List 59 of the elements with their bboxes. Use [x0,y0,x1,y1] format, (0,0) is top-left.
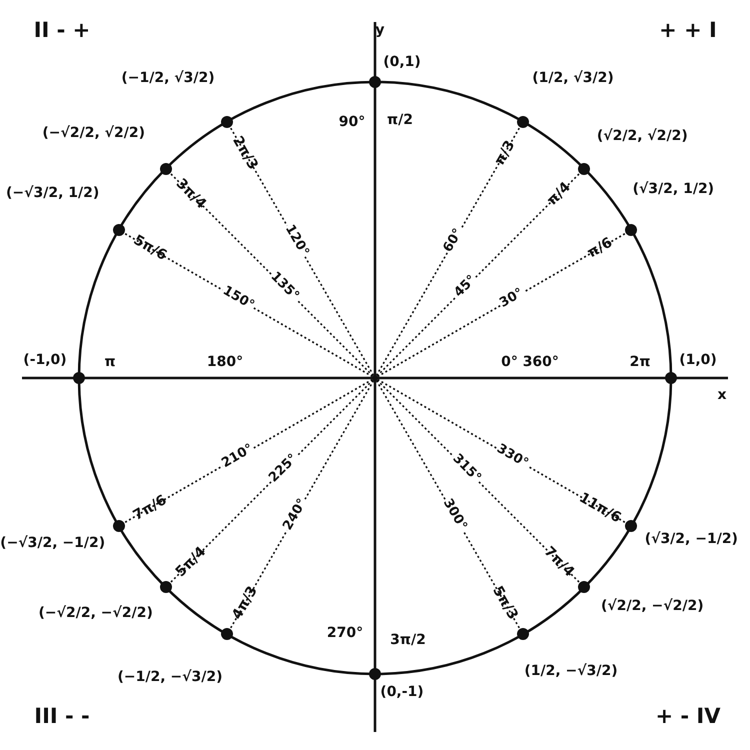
angle-label: 270° [326,624,364,642]
dashed-line [376,126,521,376]
dashed-line [123,378,373,524]
coordinate-label: (−1/2, −√3/2) [118,669,222,686]
dashed-line [377,232,627,378]
dashed-line [229,126,374,376]
quadrant-sign-label: II - + [34,18,90,42]
point-marker [369,668,381,680]
point-marker [517,628,529,640]
coordinate-label: (0,1) [383,54,421,70]
angle-label: 0° 360° [501,354,559,370]
point-marker [221,628,233,640]
dashed-line [376,172,581,376]
point-marker [73,372,85,384]
point-marker [625,224,638,236]
dashed-line [376,380,581,584]
axis-label: y [375,22,385,38]
dashed-line [377,378,627,524]
dashed-line [229,380,374,630]
coordinate-label: (−√2/2, −√2/2) [38,605,153,622]
quadrant-sign-label: III - - [34,704,90,728]
coordinate-label: (−√3/2, 1/2) [6,184,100,202]
coordinate-label: (1,0) [679,352,717,368]
dashed-line [169,172,374,376]
quadrant-sign-label: + + I [659,18,717,42]
coordinate-label: (-1,0) [23,352,67,368]
coordinate-label: (−√2/2, √2/2) [42,124,145,141]
point-marker [665,372,677,384]
point-marker [221,116,233,128]
angle-label: 2π [630,354,650,370]
angle-label: 180° [206,354,244,370]
coordinate-label: (√2/2, −√2/2) [601,598,704,614]
dashed-line [169,380,374,584]
point-marker [578,162,590,175]
coordinate-label: (√2/2, √2/2) [596,128,688,144]
angle-label: 90° [338,114,366,130]
coordinate-label: (√3/2, −1/2) [644,530,738,548]
quadrant-sign-label: + - IV [656,704,720,728]
point-marker [369,76,381,88]
coordinate-label: (−1/2, √3/2) [121,70,215,86]
angle-label: π/2 [387,112,413,128]
point-marker [625,520,638,532]
coordinate-label: (√3/2, 1/2) [632,180,714,198]
dashed-line [376,380,521,630]
coordinate-label: (1/2, √3/2) [532,70,614,86]
angle-label: π [104,354,116,370]
point-marker [578,581,590,594]
point-marker [517,116,529,128]
point-marker [160,581,172,594]
coordinate-label: (1/2, −√3/2) [524,663,618,680]
axis-label: x [717,386,727,404]
radian-label: π/6 [584,234,616,262]
point-marker [112,520,125,532]
angle-label: 3π/2 [390,632,426,648]
point-marker [160,162,172,175]
point-marker [112,224,125,236]
coordinate-label: (0,-1) [380,684,424,700]
coordinate-label: (−√3/2, −1/2) [0,534,106,552]
dashed-line [123,232,373,378]
